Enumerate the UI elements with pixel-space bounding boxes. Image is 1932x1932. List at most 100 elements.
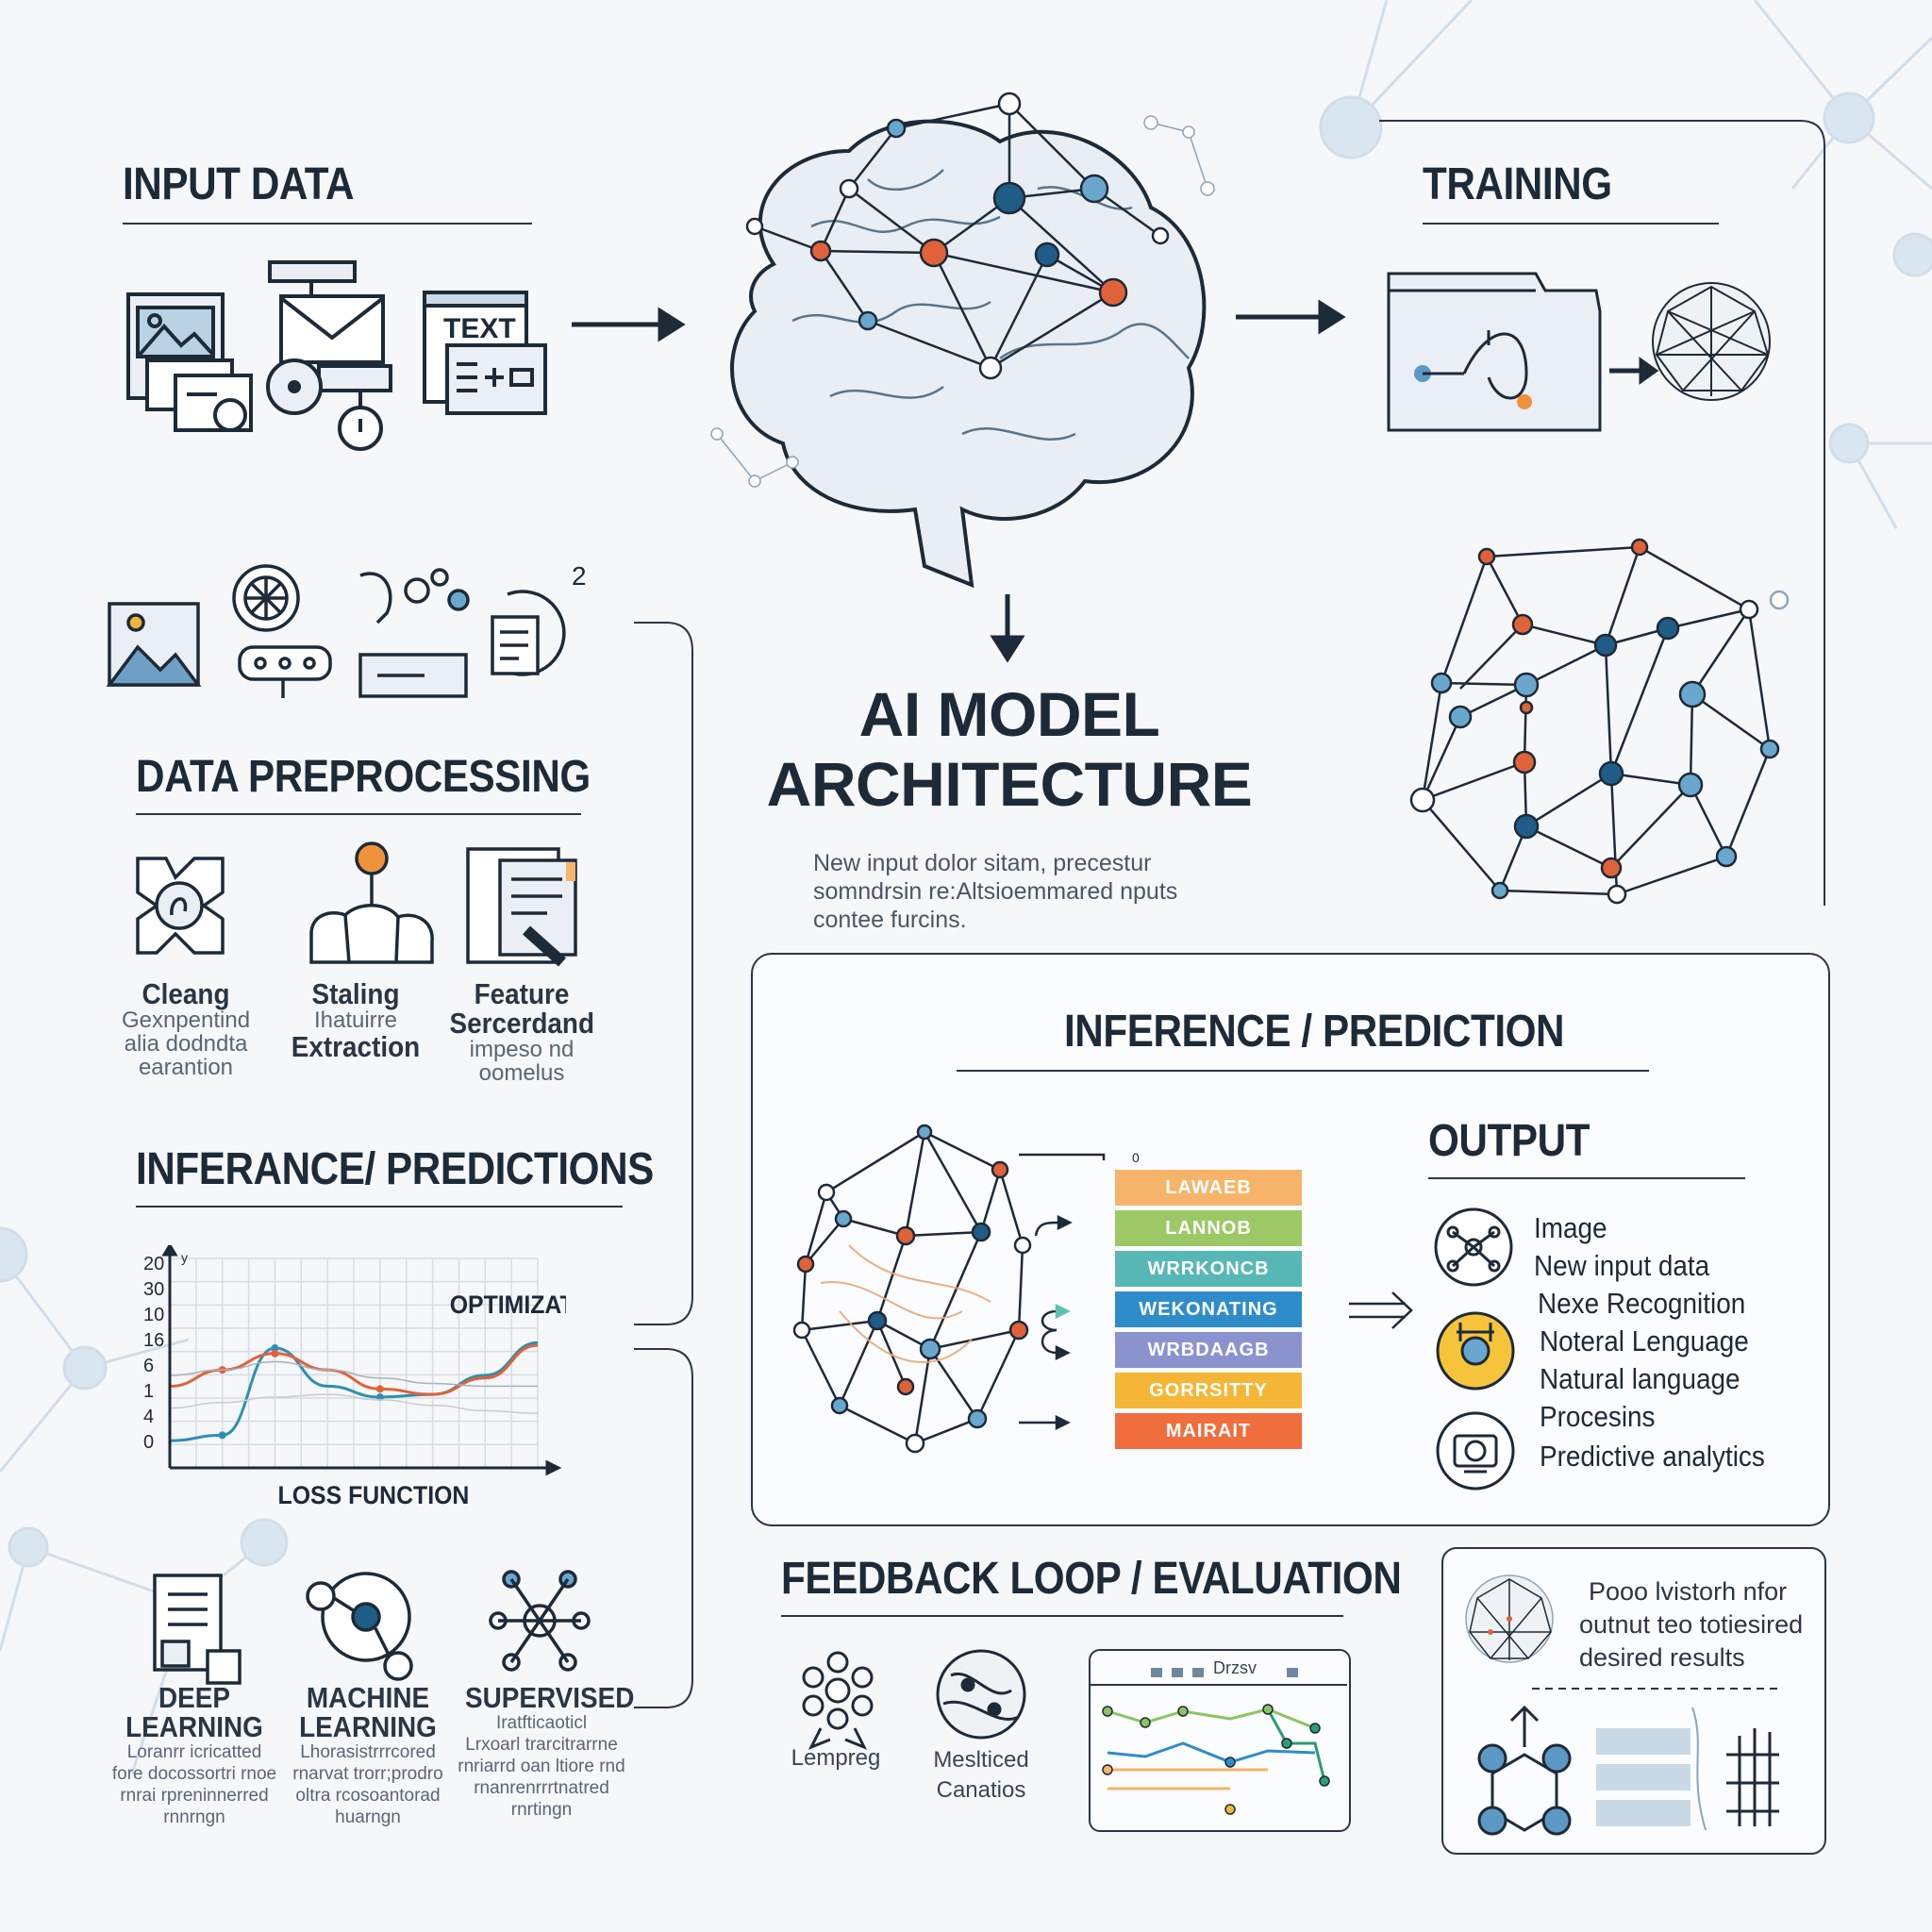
output-item: Predictive analytics [1540,1440,1765,1473]
output-item: Natural language [1540,1362,1740,1395]
language-bot-icon [1436,1311,1515,1391]
feedback-item-label: Lempreg [791,1745,881,1771]
chart-point [218,1431,226,1440]
layer-block-1: LAWAEB [1115,1170,1302,1206]
feedback-results-illustration [1465,1574,1783,1836]
layer-block-label: MAIRAIT [1165,1420,1252,1441]
chart-series-line [169,1360,538,1388]
machine-learning-desc: rnarvat trorr;prodro [292,1764,443,1784]
layer-block-4: WEKONATING [1115,1291,1302,1327]
inference-prediction-heading: INFERENCE / PREDICTION [1064,1007,1565,1057]
inferance-predictions-heading: INFERANCE/ PREDICTIONS [136,1144,654,1194]
layer-block-label: WRBDAAGB [1147,1339,1270,1360]
chart-y-tick-label: 0 [143,1432,154,1453]
output-item: Nexe Recognition [1538,1287,1746,1320]
chart-y-label: y [181,1250,188,1265]
supervised-title: SUPERVISED [465,1681,635,1714]
input-data-rule [123,223,532,225]
model-description-line: contee furcins. [813,907,967,933]
model-description-line: New input dolor sitam, precestur [813,850,1152,876]
feature-title: Feature [474,977,570,1010]
metrics-globe-icon [936,1649,1026,1740]
layer-block-label: WRRKONCB [1147,1257,1270,1279]
clipboard-icon [153,1574,242,1685]
chart-y-tick-label: 10 [143,1305,164,1325]
model-description-line: somndrsin re:Altsioemmared nputs [813,878,1178,905]
cleaning-desc: alia dodndta [124,1031,248,1057]
output-heading: OUTPUT [1428,1116,1591,1166]
supervised-network-icon [489,1570,591,1672]
output-item: Noteral Lenguage [1540,1324,1749,1357]
deep-learning-title: LEARNING [125,1710,263,1743]
network-circle-icon [1434,1208,1513,1287]
text-icon-label: TEXT [443,313,516,344]
training-sphere-icon [1652,282,1771,401]
output-rule [1428,1177,1745,1179]
learning-type-machine: MACHINE LEARNING Lhorasistrrrcored rnarv… [283,1683,453,1828]
training-network-graph [1421,545,1772,896]
machine-learning-desc: oltra rcosoantorad [295,1786,441,1806]
chart-x-label-loss-function: LOSS FUNCTION [278,1482,470,1509]
refresh-document-icon [491,590,566,676]
layer-block-6: GORRSITTY [1115,1373,1302,1408]
supervised-desc: rnanrenrrrtnatred [474,1778,609,1798]
layer-block-label: LANNOB [1165,1217,1252,1239]
feedback-item-metrics: Meslticed Canatios [915,1745,1047,1806]
email-icon [266,260,392,451]
output-item: Image [1534,1211,1607,1244]
model-description: New input dolor sitam, precestur somndrs… [813,849,1177,934]
cleaning-title: Cleang [142,977,230,1010]
preprocessing-item-cleaning: Cleang Gexnpentind alia dodndta earantio… [106,979,266,1079]
training-rule [1423,223,1719,225]
process-icon [358,568,470,698]
layer-stack-marker: 0 [1132,1150,1140,1165]
supervised-desc: Iratfticaoticl [495,1713,588,1733]
chart-y-tick-label: 6 [143,1356,154,1376]
layer-block-5: WRBDAAGB [1115,1332,1302,1368]
layer-block-label: WEKONATING [1139,1298,1278,1320]
feedback-item-label: Canatios [936,1777,1026,1803]
learning-type-supervised: SUPERVISED Iratfticaoticl Lrxoarl trarci… [457,1681,635,1821]
feedback-item-label: Meslticed [933,1747,1029,1773]
deep-learning-desc: fore docossortri rnoe [111,1764,277,1784]
deep-learning-desc: rnnrngn [163,1807,225,1827]
feedback-note-line: Pooo lvistorh nfor [1589,1577,1788,1606]
chart-series-line [169,1393,539,1415]
gear-icon [232,564,332,698]
analytics-camera-icon [1436,1411,1515,1491]
training-network-nodes [1409,538,1790,905]
scaling-icon [309,841,434,964]
deep-learning-desc: rnrai rpreninnerred [120,1786,269,1806]
inference-network-illustration: 0 [792,1124,1413,1454]
output-item: Procesins [1540,1400,1656,1433]
brain-network-illustration [710,92,1215,589]
chart-annotation-optimization: OPTIMIZATION [450,1291,566,1319]
chart-point [271,1349,279,1357]
machine-learning-brain-icon [306,1572,413,1681]
feedback-line-chart [1089,1668,1347,1815]
deep-learning-title: DEEP [158,1681,230,1714]
feedback-rule [781,1615,1343,1617]
input-data-heading: INPUT DATA [123,159,355,209]
output-icons [1434,1208,1515,1491]
text-document-icon [423,291,547,415]
inferance-predictions-rule [136,1206,623,1208]
chart-y-tick-label: 20 [143,1254,164,1274]
scaling-title: Staling [311,977,400,1010]
chart-y-tick-label: 30 [143,1279,164,1300]
machine-learning-title: MACHINE [306,1681,430,1714]
compare-flower-icon [802,1651,874,1750]
chart-point [375,1392,384,1401]
preprocessing-step-icons [136,841,577,967]
cleaning-desc: Gexnpentind [121,1008,251,1033]
feedback-note: Pooo lvistorh nfor outnut teo totiesired… [1579,1575,1803,1674]
supervised-desc: rnrtingn [510,1800,573,1820]
layer-block-7: MAIRAIT [1115,1413,1302,1449]
preprocessing-item-scaling: Staling Ihatuirre Extraction [275,979,436,1061]
data-preprocessing-heading: DATA PREPROCESSING [136,752,591,802]
learning-type-icons [153,1570,591,1685]
layer-block-2: LANNOB [1115,1210,1302,1246]
